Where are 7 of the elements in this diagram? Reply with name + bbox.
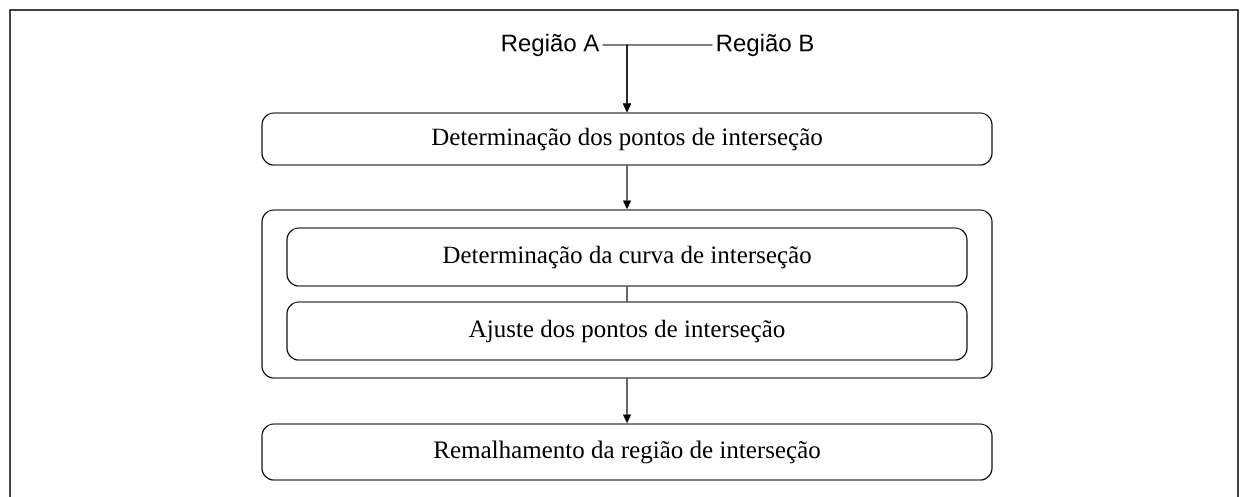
connector-line <box>626 286 628 302</box>
process-box: Determinação dos pontos de interseção <box>261 112 993 166</box>
region-label: Região B <box>717 33 814 57</box>
process-box: Ajuste dos pontos de interseção <box>286 301 968 361</box>
process-box: Remalhamento da região de interseção <box>261 423 993 481</box>
region-label: Região A <box>502 33 600 57</box>
process-box: Determinação da curva de interseção <box>286 227 968 287</box>
